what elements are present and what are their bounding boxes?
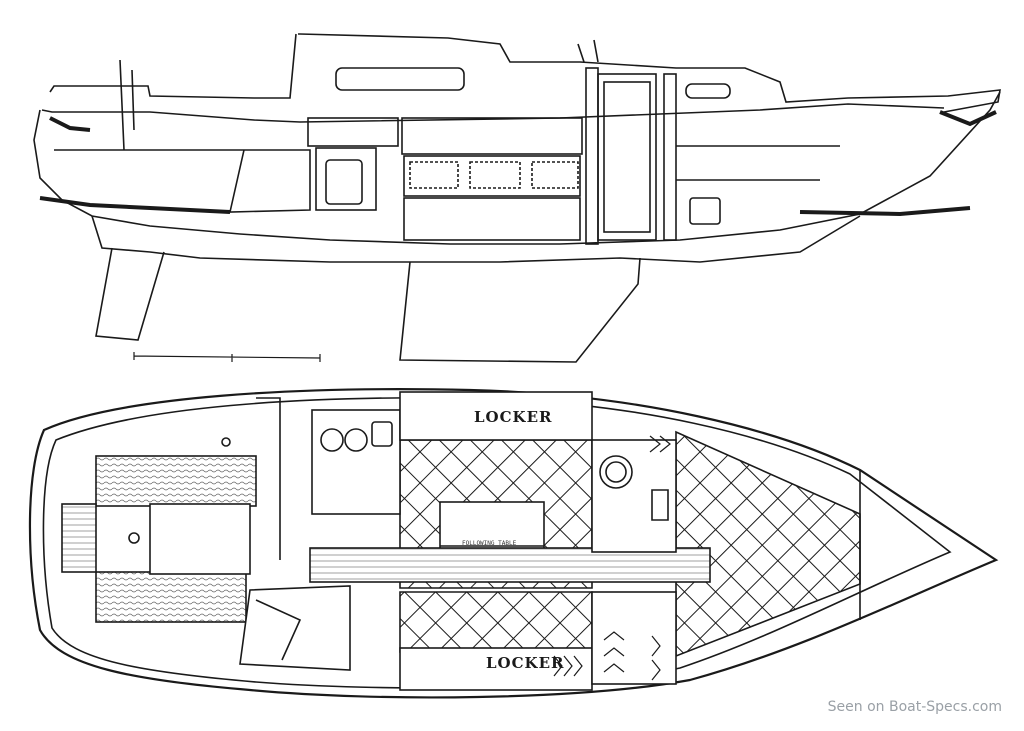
vberth-line xyxy=(676,145,840,181)
head-basin-inner xyxy=(605,461,627,483)
locker-3 xyxy=(531,161,579,189)
forward-bulkhead xyxy=(663,73,677,241)
stove-burner-2 xyxy=(344,428,368,452)
main-bulkhead xyxy=(585,67,599,245)
settee-back xyxy=(401,117,583,155)
cabin-window-aft xyxy=(335,67,465,91)
sink xyxy=(371,421,393,447)
head-door xyxy=(597,73,657,241)
head-door-panel xyxy=(603,81,651,233)
cabin-window-fwd xyxy=(685,83,731,99)
settee-base xyxy=(403,197,581,241)
engine-box xyxy=(228,149,311,213)
cockpit-seat-stbd xyxy=(95,571,247,623)
watermark-text: Seen on Boat-Specs.com xyxy=(827,699,1002,715)
cockpit-floor xyxy=(149,503,251,575)
quarter-berth-sheet xyxy=(255,599,302,661)
hatch-box xyxy=(325,159,363,205)
cockpit-coaming xyxy=(49,33,297,99)
winch-stbd xyxy=(128,532,140,544)
galley-cabinets xyxy=(307,117,399,147)
head-compartment xyxy=(591,439,677,553)
locker-1 xyxy=(409,161,459,189)
helm-seat xyxy=(61,503,97,573)
keel xyxy=(399,257,641,363)
locker-2 xyxy=(469,161,521,189)
hull-plan-outline xyxy=(28,388,999,699)
settee-lockers xyxy=(403,155,581,197)
saloon-sole-aft xyxy=(399,591,593,653)
hanging-locker xyxy=(591,591,677,685)
waterline-bow-top xyxy=(939,110,997,127)
quarter-berth xyxy=(239,585,351,671)
profile-view xyxy=(33,33,1001,363)
tiller-post xyxy=(119,59,135,151)
winch xyxy=(577,39,599,63)
table-label: FOLLOWING TABLE xyxy=(462,540,517,547)
drawer-chevrons-top xyxy=(649,435,671,453)
plan-view xyxy=(28,388,999,699)
hull-topsides xyxy=(33,91,1001,245)
toilet xyxy=(651,489,669,521)
quarter-berth-door xyxy=(315,147,377,211)
sheer-line xyxy=(41,103,945,123)
coachroof xyxy=(298,33,1001,113)
saloon-aisle xyxy=(309,547,711,583)
drawer-chevrons-bottom xyxy=(553,631,661,681)
waterline-bow xyxy=(799,206,971,217)
rudder xyxy=(95,247,165,341)
winch-port xyxy=(221,437,231,447)
locker-label-top: LOCKER xyxy=(474,408,553,426)
head-basin xyxy=(599,455,633,489)
vberth-hatch xyxy=(689,197,721,225)
waterline xyxy=(39,196,231,214)
stove-burner-1 xyxy=(320,428,344,452)
locker-top-box xyxy=(399,391,593,441)
scale-bar xyxy=(133,352,321,362)
cockpit-bulkhead xyxy=(256,397,281,560)
locker-label-bottom: LOCKER xyxy=(486,654,565,672)
waterline-stern xyxy=(49,116,91,132)
galley-counter xyxy=(311,409,401,515)
cockpit-seat-port xyxy=(95,455,257,507)
hull-bottom xyxy=(91,215,861,263)
